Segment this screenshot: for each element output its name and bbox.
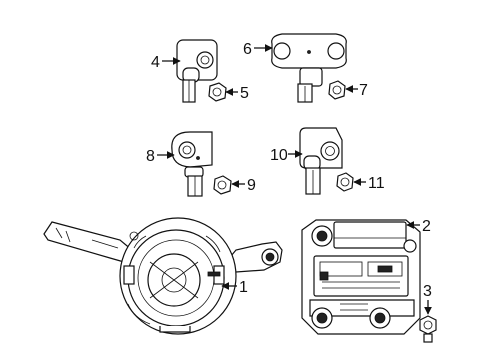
svg-text:11: 11 — [368, 175, 385, 192]
callout-4: 4 — [151, 54, 181, 71]
sensor-part-10 — [299, 127, 343, 195]
callout-1: 1 — [221, 279, 248, 296]
svg-text:3: 3 — [423, 283, 432, 300]
callout-7: 7 — [345, 82, 368, 99]
nut-part-7 — [328, 80, 346, 100]
sensor-part-6 — [271, 33, 347, 103]
svg-text:5: 5 — [240, 85, 249, 102]
control-module-part-2 — [301, 219, 421, 335]
svg-text:1: 1 — [239, 279, 248, 296]
nut-part-9 — [213, 175, 232, 195]
svg-text:7: 7 — [359, 82, 368, 99]
sensor-part-8 — [171, 131, 213, 197]
svg-text:4: 4 — [151, 54, 160, 71]
callout-9: 9 — [231, 177, 256, 194]
svg-text:2: 2 — [422, 218, 431, 235]
svg-text:6: 6 — [243, 41, 252, 58]
svg-text:10: 10 — [270, 147, 288, 164]
nut-part-5 — [208, 82, 227, 102]
svg-text:8: 8 — [146, 148, 155, 165]
callout-11: 11 — [353, 175, 385, 192]
callout-5: 5 — [225, 85, 249, 102]
multifunction-switch-part-1 — [43, 217, 283, 335]
callout-6: 6 — [243, 41, 273, 58]
impact-sensor-part-4 — [176, 39, 218, 103]
callout-2: 2 — [406, 218, 431, 235]
nut-part-11 — [336, 172, 354, 192]
callout-8: 8 — [146, 148, 175, 165]
svg-text:9: 9 — [247, 177, 256, 194]
callout-10: 10 — [270, 147, 303, 164]
bolt-part-3 — [419, 315, 437, 343]
callout-3: 3 — [423, 283, 432, 315]
